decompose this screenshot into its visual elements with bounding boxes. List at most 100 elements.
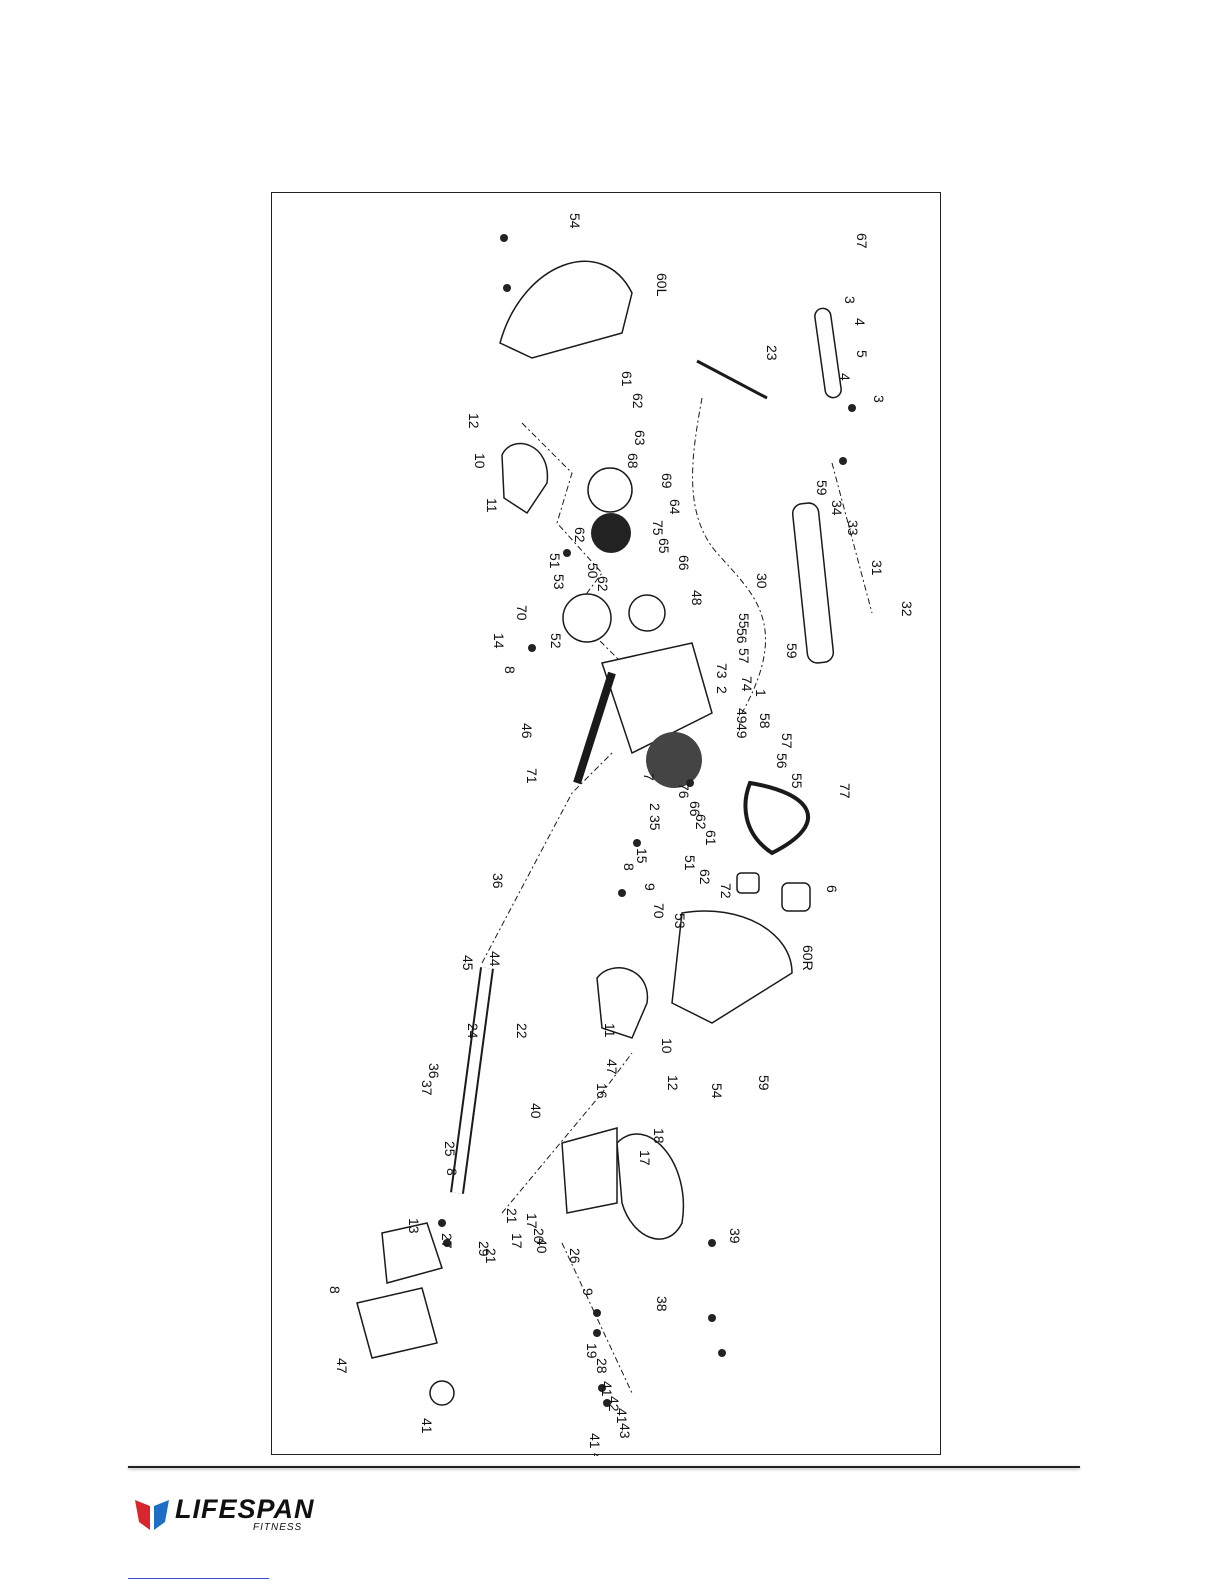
foot-bracket-29 bbox=[381, 1222, 443, 1284]
part-label-50: 50 bbox=[585, 563, 601, 579]
hardware-bolt bbox=[603, 1399, 611, 1407]
part-label-31: 31 bbox=[869, 560, 885, 576]
part-label-27: 27 bbox=[439, 1233, 455, 1249]
part-label-16: 16 bbox=[594, 1083, 610, 1099]
hardware-bolt bbox=[593, 1329, 601, 1337]
lifespan-fitness-logo: LIFESPAN FITNESS bbox=[133, 1494, 323, 1542]
part-label-40: 40 bbox=[534, 1238, 550, 1254]
part-label-4: 4 bbox=[837, 373, 853, 381]
part-label-40: 40 bbox=[528, 1103, 544, 1119]
part-label-4: 4 bbox=[852, 318, 868, 326]
part-label-5: 5 bbox=[854, 350, 870, 358]
part-label-59: 59 bbox=[756, 1075, 772, 1091]
hardware-bolt bbox=[438, 1219, 446, 1227]
part-label-42: 42 bbox=[606, 1396, 622, 1412]
part-label-73: 73 bbox=[714, 663, 730, 679]
diagram-drawing bbox=[356, 234, 873, 1407]
part-label-43: 43 bbox=[617, 1423, 633, 1439]
part-label-17: 17 bbox=[637, 1150, 653, 1166]
part-label-10: 10 bbox=[659, 1038, 675, 1054]
part-label-37: 37 bbox=[419, 1080, 435, 1096]
part-label-69: 69 bbox=[659, 473, 675, 489]
pulley-53 bbox=[562, 593, 612, 643]
part-label-38: 38 bbox=[654, 1296, 670, 1312]
drive-pulley-76 bbox=[646, 732, 702, 788]
part-label-54: 54 bbox=[567, 213, 583, 229]
part-label-2: 2 bbox=[647, 803, 663, 811]
part-label-11: 11 bbox=[484, 498, 500, 513]
part-label-61: 61 bbox=[703, 830, 719, 846]
part-label-8: 8 bbox=[444, 1168, 460, 1176]
part-label-22: 22 bbox=[514, 1023, 530, 1039]
frame-tube bbox=[573, 671, 616, 785]
part-label-28: 28 bbox=[594, 1358, 610, 1374]
part-label-18: 18 bbox=[651, 1128, 667, 1144]
part-label-17: 17 bbox=[509, 1233, 525, 1249]
handle-bracket-23 bbox=[696, 359, 768, 400]
part-label-36: 36 bbox=[490, 873, 506, 889]
brand-subtitle: FITNESS bbox=[253, 1522, 303, 1533]
part-label-70: 70 bbox=[514, 605, 530, 621]
part-label-9: 9 bbox=[580, 1288, 596, 1296]
main-frame-1 bbox=[601, 642, 713, 755]
hardware-bolt bbox=[503, 284, 511, 292]
part-label-29: 29 bbox=[476, 1241, 492, 1257]
part-label-56: 56 bbox=[774, 753, 790, 769]
part-label-72: 72 bbox=[718, 883, 734, 899]
part-label-74: 74 bbox=[739, 676, 755, 692]
part-number-labels: 5460L34543236162636869647565661210116251… bbox=[327, 213, 915, 1456]
part-label-8: 8 bbox=[327, 1286, 343, 1294]
hardware-bolt bbox=[708, 1314, 716, 1322]
part-label-49: 49 bbox=[734, 708, 750, 724]
part-label-63: 63 bbox=[632, 430, 648, 446]
assembly-line bbox=[501, 1052, 633, 1214]
part-label-36: 36 bbox=[426, 1063, 442, 1079]
part-label-77: 77 bbox=[837, 783, 853, 799]
hardware-bolt bbox=[563, 549, 571, 557]
part-label-3: 3 bbox=[842, 296, 858, 304]
part-label-75: 75 bbox=[650, 520, 666, 536]
footer-link-underline[interactable] bbox=[128, 1578, 269, 1579]
part-label-8: 8 bbox=[621, 863, 637, 871]
part-label-21: 21 bbox=[483, 1248, 499, 1264]
seat-carriage-18 bbox=[561, 1127, 618, 1214]
part-label-52: 52 bbox=[548, 633, 564, 649]
part-label-17: 17 bbox=[524, 1213, 540, 1229]
hardware-bolt bbox=[528, 644, 536, 652]
part-label-14: 14 bbox=[491, 633, 507, 649]
part-label-25: 25 bbox=[442, 1141, 458, 1157]
left-cover-60L bbox=[499, 260, 633, 359]
part-label-12: 12 bbox=[665, 1075, 681, 1091]
hardware-bolt bbox=[598, 1384, 606, 1392]
part-label-11: 11 bbox=[602, 1023, 618, 1038]
exploded-parts-diagram: 5460L34543236162636869647565661210116251… bbox=[327, 213, 915, 1456]
assembly-line bbox=[692, 397, 767, 714]
part-label-61: 61 bbox=[619, 371, 635, 387]
seat-post-tube-33 bbox=[791, 502, 835, 664]
part-label-1: 1 bbox=[753, 689, 769, 697]
footer-divider bbox=[128, 1466, 1080, 1468]
hardware-bolt bbox=[593, 1309, 601, 1317]
part-label-60L: 60L bbox=[654, 273, 670, 297]
flywheel-64 bbox=[591, 513, 631, 553]
part-label-34: 34 bbox=[829, 500, 845, 516]
magnet-48 bbox=[628, 594, 666, 632]
part-label-54: 54 bbox=[709, 1083, 725, 1099]
part-label-48: 48 bbox=[689, 590, 705, 606]
part-label-47: 47 bbox=[604, 1059, 620, 1075]
part-label-76: 76 bbox=[676, 783, 692, 799]
part-label-66: 66 bbox=[687, 801, 703, 817]
part-label-41: 41 bbox=[599, 1381, 615, 1397]
part-label-53: 53 bbox=[551, 574, 567, 590]
part-label-68: 68 bbox=[625, 453, 641, 469]
part-label-51: 51 bbox=[547, 553, 563, 569]
part-label-39: 39 bbox=[727, 1228, 743, 1244]
part-label-56: 56 bbox=[734, 628, 750, 644]
knob-2 bbox=[429, 1380, 455, 1406]
disc-69 bbox=[587, 467, 633, 513]
part-label-19: 19 bbox=[584, 1343, 600, 1359]
part-label-62: 62 bbox=[630, 393, 646, 409]
brand-name: LIFESPAN bbox=[175, 1494, 315, 1524]
part-label-44: 44 bbox=[487, 951, 503, 967]
